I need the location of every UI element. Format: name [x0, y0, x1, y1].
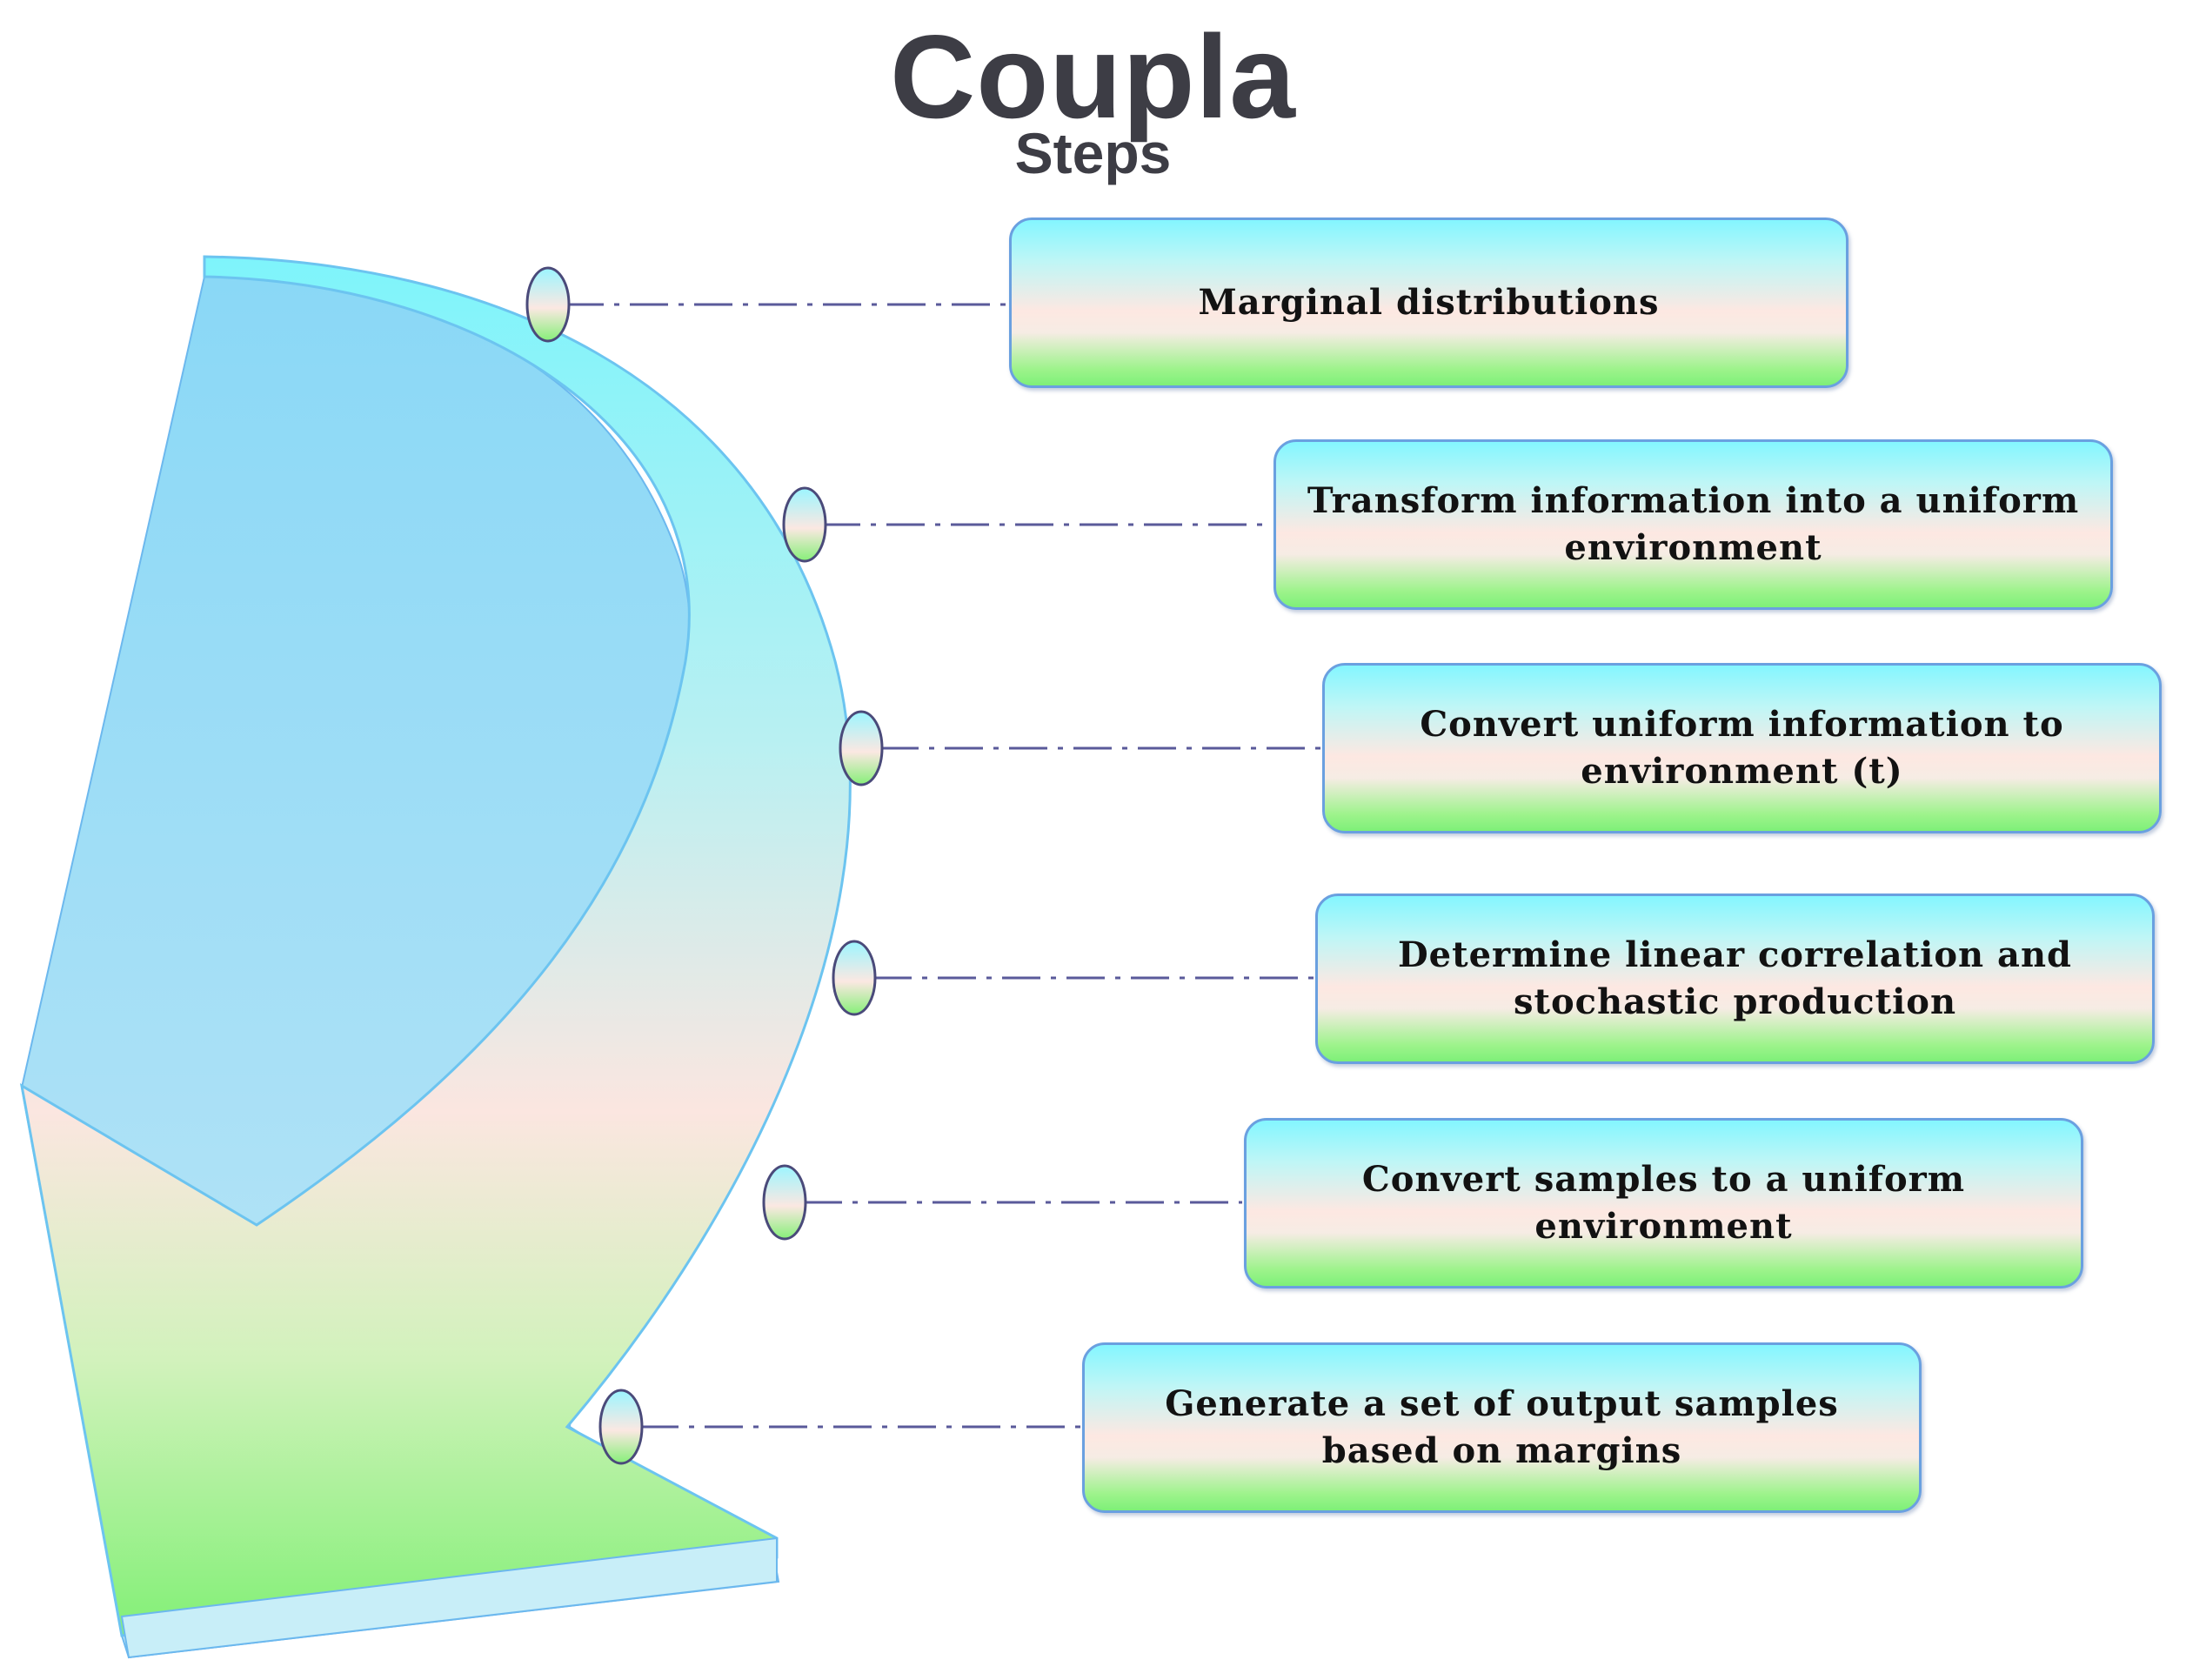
- step-label-5: Convert samples to a uniform environment: [1361, 1159, 1966, 1247]
- step-label-4: Determine linear correlation and stochas…: [1397, 934, 2073, 1022]
- node-5: [762, 1164, 807, 1241]
- step-box-5: Convert samples to a uniform environment: [1244, 1118, 2083, 1288]
- node-4: [832, 940, 877, 1016]
- node-1: [525, 266, 571, 343]
- step-label-6: Generate a set of output samples based o…: [1165, 1383, 1839, 1471]
- step-label-3: Convert uniform information to environme…: [1420, 704, 2064, 792]
- step-box-6: Generate a set of output samples based o…: [1082, 1342, 1922, 1513]
- step-label-2: Transform information into a uniform env…: [1307, 480, 2080, 568]
- step-box-4: Determine linear correlation and stochas…: [1315, 894, 2155, 1064]
- step-box-1: Marginal distributions: [1009, 218, 1848, 388]
- step-box-2: Transform information into a uniform env…: [1273, 439, 2113, 610]
- node-3: [839, 710, 884, 786]
- node-2: [782, 486, 827, 563]
- step-label-1: Marginal distributions: [1198, 282, 1660, 323]
- diagram-title: Coupla: [890, 10, 1296, 143]
- diagram-subtitle: Steps: [1014, 121, 1172, 185]
- step-box-3: Convert uniform information to environme…: [1322, 663, 2162, 833]
- node-6: [598, 1389, 644, 1465]
